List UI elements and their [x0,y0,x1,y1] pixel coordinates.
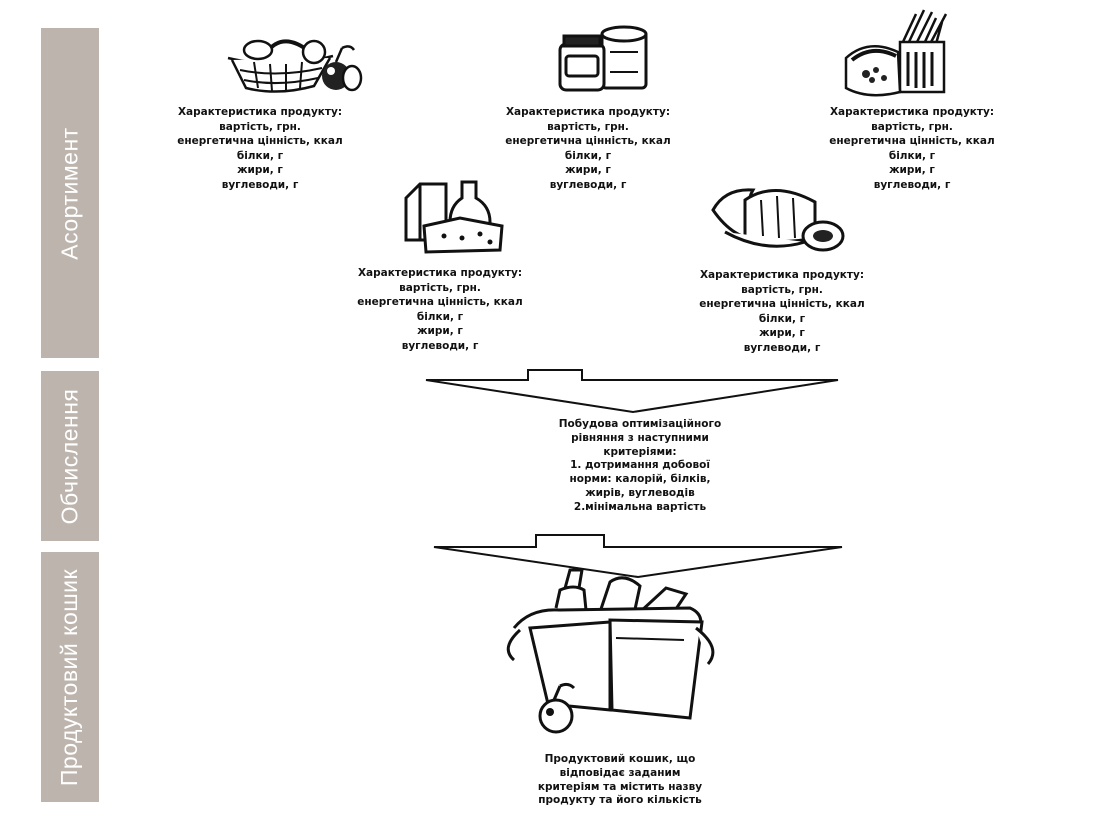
optimization-line-6: жирів, вуглеводів [585,486,695,499]
product-5-cost: вартість, грн. [741,283,823,296]
optimization-line-4: 1. дотримання добової [570,459,710,472]
product-2-fat: жири, г [565,164,611,176]
product-3-fat: жири, г [889,164,935,176]
optimization-line-2: рівняння з наступними [571,431,709,444]
stage-label-basket: Продуктовий кошик [56,568,83,786]
product-5-fat: жири, г [759,327,805,339]
flow-arrow-2 [433,534,843,579]
stage-bar-assortment: Асортимент [41,28,99,358]
product-5-title: Характеристика продукту: [699,269,865,281]
dairy-icon [404,180,504,254]
product-2-protein: білки, г [564,149,612,162]
product-4-cost: вартість, грн. [399,281,481,294]
result-line-4: продукту та його кількість [538,794,702,807]
product-1-fat: жири, г [237,164,283,176]
product-5-energy: енергетична цінність, ккал [699,298,865,310]
optimization-line-5: норми: калорій, білків, [569,473,711,486]
product-2-carbs: вуглеводи, г [549,178,627,191]
product-3-protein: білки, г [888,149,936,162]
product-4-carbs: вуглеводи, г [401,339,479,352]
product-card-1: Характеристика продукту: вартість, грн. … [150,105,370,192]
canned-goods-icon [558,25,648,92]
stage-label-calculation: Обчислення [56,388,83,524]
stage-bar-basket: Продуктовий кошик [41,552,99,802]
product-2-title: Характеристика продукту: [505,106,671,118]
product-4-fat: жири, г [417,325,463,337]
product-4-energy: енергетична цінність, ккал [357,296,523,308]
product-card-2: Характеристика продукту: вартість, грн. … [478,105,698,192]
product-card-5: Характеристика продукту: вартість, грн. … [672,268,892,355]
optimization-line-7: 2.мінімальна вартість [573,500,707,513]
optimization-line-3: критеріями: [603,445,677,458]
grocery-bag-icon [506,568,715,734]
product-3-cost: вартість, грн. [871,120,953,133]
product-1-cost: вартість, грн. [219,120,301,133]
stage-label-assortment: Асортимент [56,126,83,260]
product-2-cost: вартість, грн. [547,120,629,133]
product-5-carbs: вуглеводи, г [743,341,821,354]
grain-pasta-icon [844,9,948,97]
optimization-block: Побудова оптимізаційного рівняння з наст… [520,418,760,515]
flow-arrow-1 [425,369,839,414]
optimization-line-1: Побудова оптимізаційного [558,418,722,430]
result-line-2: відповідає заданим [559,766,681,779]
stage-bar-calculation: Обчислення [41,371,99,541]
product-2-energy: енергетична цінність, ккал [505,135,671,147]
result-line-3: критеріям та містить назву [537,780,703,793]
product-card-4: Характеристика продукту: вартість, грн. … [330,266,550,353]
product-4-title: Характеристика продукту: [357,267,523,279]
product-3-energy: енергетична цінність, ккал [829,135,995,147]
product-3-carbs: вуглеводи, г [873,178,951,191]
product-3-title: Характеристика продукту: [829,106,995,118]
bakery-meat-icon [711,188,845,252]
product-5-protein: білки, г [758,312,806,325]
product-card-3: Характеристика продукту: вартість, грн. … [802,105,1022,192]
product-4-protein: білки, г [416,310,464,323]
result-line-1: Продуктовий кошик, що [544,753,696,765]
product-1-energy: енергетична цінність, ккал [177,135,343,147]
product-1-protein: білки, г [236,149,284,162]
result-block: Продуктовий кошик, що відповідає заданим… [500,753,740,808]
product-1-title: Характеристика продукту: [177,106,343,118]
product-1-carbs: вуглеводи, г [221,178,299,191]
fruit-basket-icon [227,39,363,93]
